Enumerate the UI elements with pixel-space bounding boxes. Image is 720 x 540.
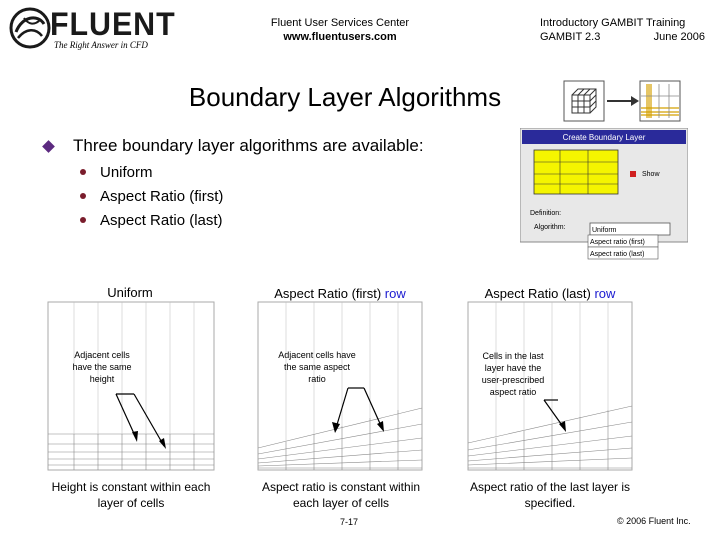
create-boundary-layer-dialog: Create Boundary Layer Show Definition: A… bbox=[519, 127, 689, 268]
definition-label: Definition: bbox=[530, 210, 561, 217]
uniform-caption: Height is constant within each layer of … bbox=[51, 480, 211, 510]
training-title: Introductory GAMBIT Training bbox=[540, 17, 686, 29]
aspect-last-mesh-diagram bbox=[467, 301, 633, 471]
logo-tagline: The Right Answer in CFD bbox=[54, 40, 148, 50]
algorithm-list: Uniform Aspect Ratio (first) Aspect Rati… bbox=[80, 160, 223, 232]
algorithm-label: Algorithm: bbox=[534, 224, 566, 231]
column-label-uniform: Uniform bbox=[107, 285, 153, 300]
main-bullet: Three boundary layer algorithms are avai… bbox=[42, 136, 424, 156]
list-item: Uniform bbox=[80, 160, 223, 184]
header-center: Fluent User Services Center www.fluentus… bbox=[250, 16, 430, 44]
boundary-layer-icon bbox=[563, 80, 681, 122]
list-item-label: Aspect Ratio (first) bbox=[100, 187, 224, 205]
dialog-graphic: Create Boundary Layer Show Definition: A… bbox=[519, 127, 689, 260]
list-item-label: Aspect Ratio (last) bbox=[100, 211, 223, 229]
algorithm-option-last[interactable]: Aspect ratio (last) bbox=[590, 251, 644, 258]
fluent-logo bbox=[8, 4, 208, 58]
dot-bullet-icon bbox=[80, 193, 86, 199]
page-number: 7-17 bbox=[340, 517, 359, 527]
services-center-text: Fluent User Services Center bbox=[270, 17, 410, 29]
algorithm-option-first[interactable]: Aspect ratio (first) bbox=[590, 239, 645, 246]
show-label: Show bbox=[642, 171, 660, 178]
aspect-first-mesh-diagram bbox=[257, 301, 423, 471]
diamond-bullet-icon bbox=[42, 139, 55, 153]
website-link[interactable]: www.fluentusers.com bbox=[283, 31, 397, 43]
aspect-last-note: Cells in the last layer have the user-pr… bbox=[481, 351, 545, 397]
product-version: GAMBIT 2.3 bbox=[540, 31, 601, 43]
dialog-title: Create Boundary Layer bbox=[563, 133, 646, 142]
column-label-last: Aspect Ratio (last) row bbox=[484, 286, 616, 301]
list-item: Aspect Ratio (first) bbox=[80, 184, 223, 208]
uniform-note: Adjacent cells have the same height bbox=[72, 350, 132, 384]
algorithm-option-uniform[interactable]: Uniform bbox=[592, 227, 617, 234]
training-date: June 2006 bbox=[653, 31, 705, 43]
header-right: Introductory GAMBIT Training GAMBIT 2.3 … bbox=[540, 16, 705, 44]
copyright: © 2006 Fluent Inc. bbox=[617, 516, 691, 526]
logo-wordmark: FLUENT bbox=[50, 6, 176, 42]
dot-bullet-icon bbox=[80, 217, 86, 223]
dot-bullet-icon bbox=[80, 169, 86, 175]
column-label-first: Aspect Ratio (first) row bbox=[274, 286, 406, 301]
main-bullet-text: Three boundary layer algorithms are avai… bbox=[73, 136, 424, 155]
list-item-label: Uniform bbox=[100, 163, 153, 181]
page-title: Boundary Layer Algorithms bbox=[188, 82, 502, 112]
show-checkbox[interactable] bbox=[630, 171, 636, 177]
logo-swirl-icon bbox=[9, 7, 51, 49]
aspect-last-caption: Aspect ratio of the last layer is specif… bbox=[469, 480, 631, 510]
aspect-first-note: Adjacent cells have the same aspect rati… bbox=[278, 350, 356, 384]
list-item: Aspect Ratio (last) bbox=[80, 208, 223, 232]
aspect-first-caption: Aspect ratio is constant within each lay… bbox=[261, 480, 421, 510]
uniform-mesh-diagram bbox=[47, 301, 215, 471]
